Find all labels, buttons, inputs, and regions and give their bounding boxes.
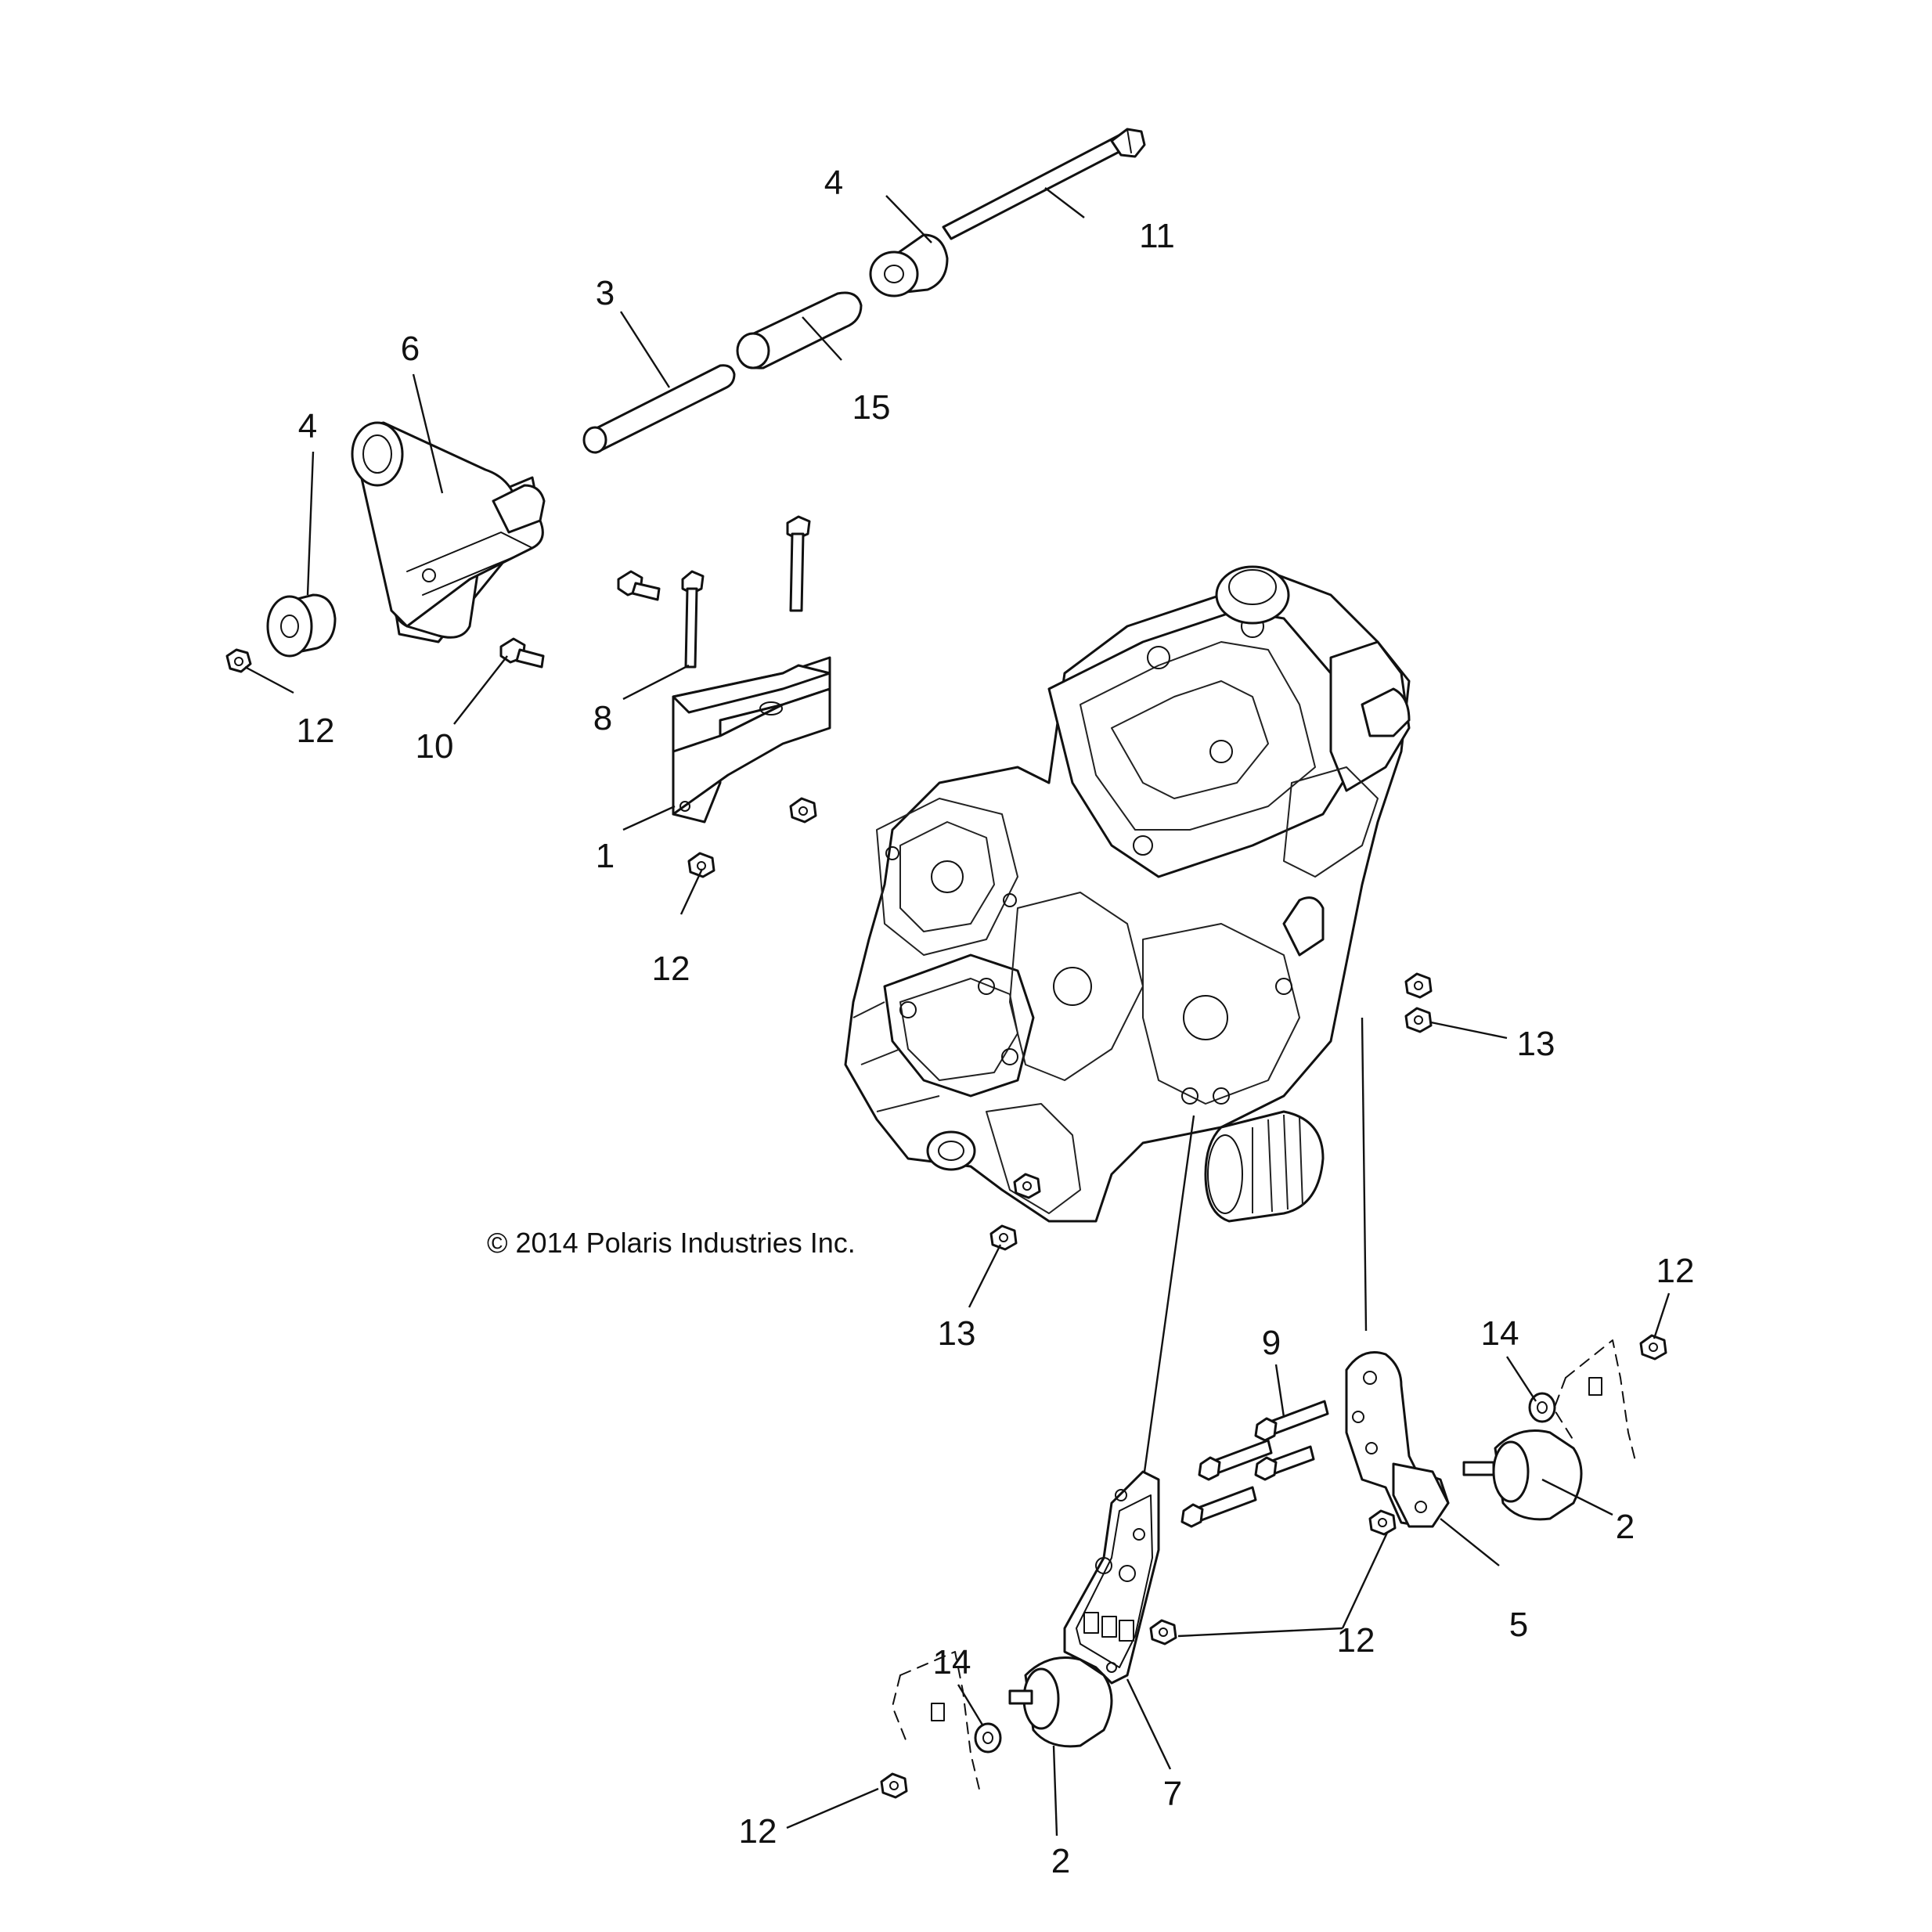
leader-lines: [244, 187, 1671, 1836]
nut-plate-upper-part: [1368, 1509, 1397, 1536]
callout-4-left: 4: [298, 407, 317, 445]
nut-13-right-a-part: [1404, 972, 1433, 999]
nut-bracket-b-part: [687, 852, 715, 878]
bolt-9c-part: [1254, 1445, 1315, 1481]
long-bolt-8b-part: [786, 515, 811, 612]
callout-14-left: 14: [933, 1643, 971, 1681]
nut-left-part: [225, 648, 252, 673]
callout-11: 11: [1139, 217, 1175, 255]
small-bolt-upper-part: [617, 570, 661, 601]
nut-bracket-a-part: [789, 797, 817, 824]
callout-7: 7: [1163, 1775, 1182, 1813]
frame-tab-right: [1553, 1339, 1637, 1465]
callout-3: 3: [596, 274, 615, 312]
callout-6: 6: [401, 330, 420, 368]
rod-part: [582, 364, 736, 454]
callout-2-right: 2: [1616, 1508, 1635, 1546]
nut-13-left-a-part: [1013, 1173, 1041, 1199]
nut-13-right-b-part: [1404, 1007, 1433, 1033]
callout-8: 8: [593, 699, 612, 737]
sleeve-part: [736, 291, 863, 369]
callout-10: 10: [416, 727, 454, 766]
rubber-mount-right-part: [1462, 1429, 1583, 1521]
bracket-part: [672, 656, 831, 824]
callout-15: 15: [852, 388, 891, 427]
rubber-mount-left-part: [1008, 1656, 1113, 1748]
callout-1: 1: [596, 837, 615, 875]
callout-14-right: 14: [1481, 1314, 1519, 1353]
bolt-9d-part: [1180, 1486, 1257, 1528]
callout-2-left: 2: [1051, 1842, 1070, 1880]
mount-plate-right-part: [1345, 1351, 1450, 1528]
callout-9: 9: [1262, 1324, 1281, 1362]
callout-4-top: 4: [824, 164, 843, 202]
long-bolt-8a-part: [681, 570, 705, 669]
copyright-text: © 2014 Polaris Industries Inc.: [487, 1227, 856, 1259]
washer-left-part: [974, 1722, 1002, 1754]
small-bolt-10-part: [499, 637, 545, 669]
bolt-9a-part: [1254, 1400, 1329, 1442]
callout-12-left: 12: [297, 712, 335, 750]
mount-housing-part: [351, 421, 546, 643]
long-bolt-part: [942, 128, 1146, 240]
callout-12-far-left: 12: [739, 1812, 777, 1851]
bushing-top-part: [869, 233, 949, 297]
nut-far-left-part: [880, 1772, 908, 1799]
callout-12-center: 12: [652, 950, 690, 988]
nut-plate-lower-part: [1149, 1619, 1177, 1645]
bolt-9b-part: [1198, 1439, 1273, 1481]
nut-far-right-part: [1639, 1334, 1667, 1361]
callout-13-right: 13: [1517, 1025, 1555, 1063]
bushing-left-part: [266, 593, 337, 658]
callout-labels: 4 11 3 15 6 4 12 10 8 1 12 13 13 9 14 12…: [297, 164, 1695, 1880]
callout-5: 5: [1509, 1606, 1528, 1644]
mount-plate-left-part: [1063, 1470, 1160, 1685]
nut-13-left-b-part: [989, 1224, 1018, 1251]
engine-assembly: [844, 565, 1411, 1223]
callout-12-plate: 12: [1337, 1621, 1375, 1660]
callout-13-left: 13: [938, 1314, 976, 1353]
callout-12-far-right: 12: [1656, 1252, 1695, 1290]
